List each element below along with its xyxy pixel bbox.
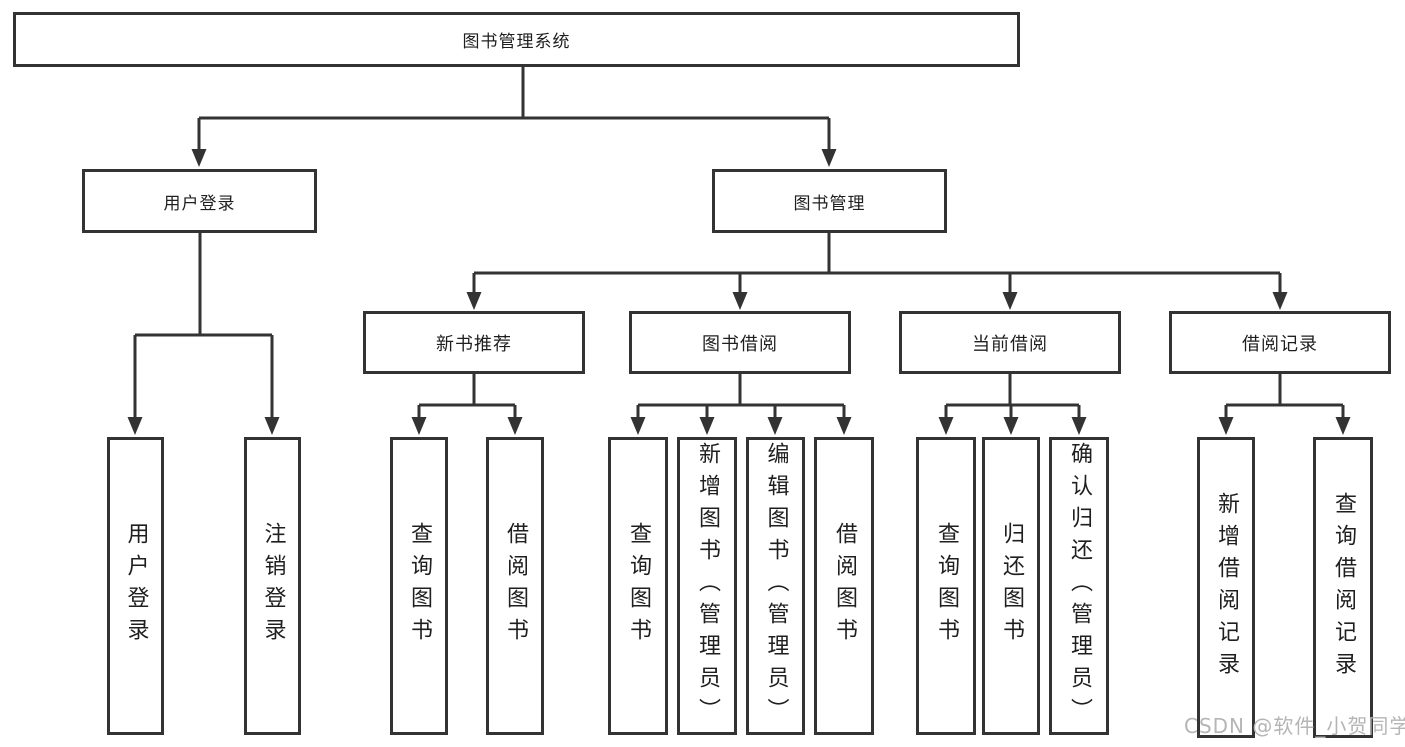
node-root: 图书管理系统 bbox=[13, 12, 1020, 67]
leaf-confirm-return-admin: 确认归还（管理员） bbox=[1049, 437, 1109, 735]
leaf-query-books-1-label: 查询图书 bbox=[407, 522, 432, 650]
node-root-label: 图书管理系统 bbox=[462, 32, 571, 52]
leaf-borrow-books-1-label: 借阅图书 bbox=[503, 522, 528, 650]
leaf-add-borrow-record: 新增借阅记录 bbox=[1197, 437, 1255, 738]
leaf-user-login: 用户登录 bbox=[107, 437, 164, 735]
leaf-user-login-label: 用户登录 bbox=[123, 522, 149, 650]
node-current-borrowing: 当前借阅 bbox=[899, 311, 1121, 374]
node-book-management-label: 图书管理 bbox=[793, 193, 866, 214]
node-user-login: 用户登录 bbox=[82, 169, 317, 233]
node-book-borrowing: 图书借阅 bbox=[629, 311, 851, 374]
leaf-borrow-books-1: 借阅图书 bbox=[486, 437, 544, 735]
node-borrowing-records: 借阅记录 bbox=[1169, 311, 1391, 374]
leaf-query-books-3: 查询图书 bbox=[916, 437, 976, 735]
leaf-query-borrow-record-label: 查询借阅记录 bbox=[1331, 491, 1356, 684]
leaf-query-books-2-label: 查询图书 bbox=[626, 522, 651, 650]
leaf-query-books-3-label: 查询图书 bbox=[934, 522, 959, 650]
leaf-borrow-books-2: 借阅图书 bbox=[814, 437, 874, 735]
leaf-return-books: 归还图书 bbox=[982, 437, 1040, 735]
node-book-management: 图书管理 bbox=[712, 169, 947, 233]
leaf-add-borrow-record-label: 新增借阅记录 bbox=[1214, 491, 1239, 684]
csdn-watermark: CSDN @软件_小贺同学 bbox=[1184, 714, 1405, 738]
node-new-book-recommend-label: 新书推荐 bbox=[436, 333, 512, 355]
leaf-confirm-return-admin-label: 确认归还（管理员） bbox=[1067, 442, 1092, 730]
leaf-return-books-label: 归还图书 bbox=[999, 522, 1024, 650]
leaf-query-books-2: 查询图书 bbox=[608, 437, 668, 735]
leaf-borrow-books-2-label: 借阅图书 bbox=[832, 522, 857, 650]
leaf-logout: 注销登录 bbox=[244, 437, 301, 735]
leaf-query-books-1: 查询图书 bbox=[390, 437, 448, 735]
node-new-book-recommend: 新书推荐 bbox=[363, 311, 585, 374]
leaf-edit-books-admin-label: 编辑图书（管理员） bbox=[763, 442, 789, 730]
leaf-edit-books-admin: 编辑图书（管理员） bbox=[746, 437, 805, 735]
node-borrowing-records-label: 借阅记录 bbox=[1242, 333, 1318, 355]
leaf-add-books-admin-label: 新增图书（管理员） bbox=[695, 442, 720, 730]
leaf-query-borrow-record: 查询借阅记录 bbox=[1313, 437, 1373, 738]
node-book-borrowing-label: 图书借阅 bbox=[702, 333, 778, 355]
node-user-login-label: 用户登录 bbox=[163, 193, 236, 214]
node-current-borrowing-label: 当前借阅 bbox=[972, 333, 1048, 355]
leaf-add-books-admin: 新增图书（管理员） bbox=[677, 437, 737, 735]
leaf-logout-label: 注销登录 bbox=[260, 522, 286, 650]
